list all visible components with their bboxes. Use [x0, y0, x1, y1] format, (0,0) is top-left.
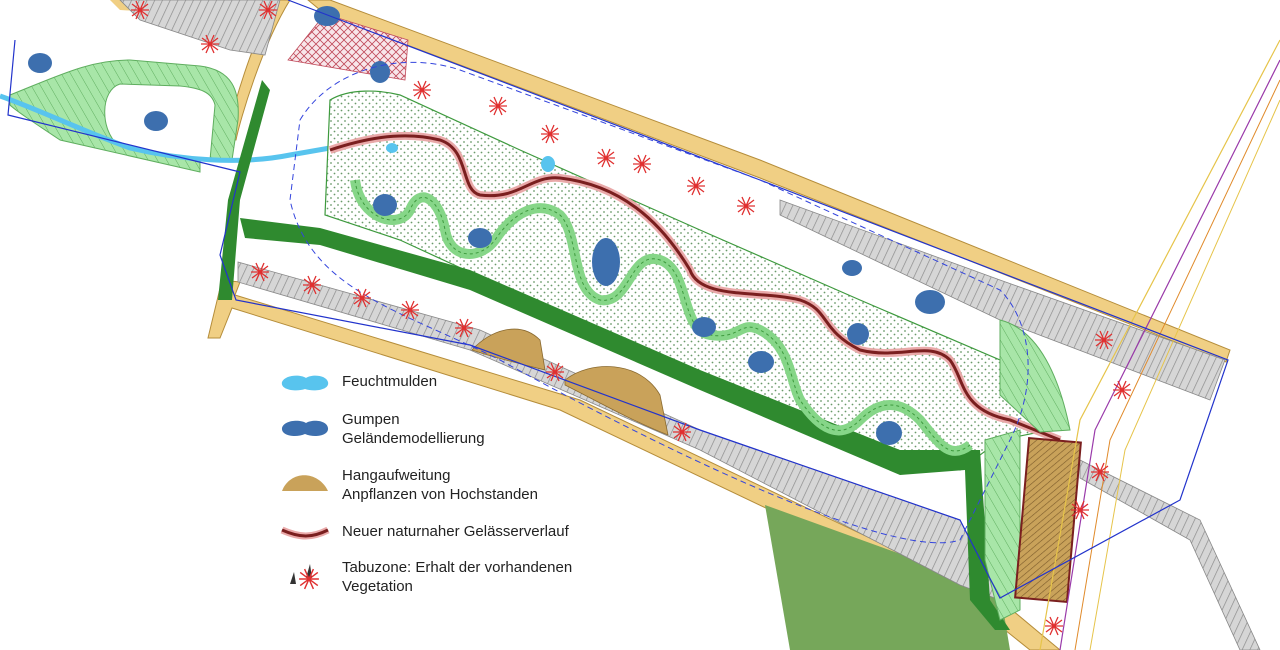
pool-2 — [468, 228, 492, 248]
legend-wetland: Feuchtmulden — [278, 372, 437, 396]
pool-top-2 — [370, 61, 390, 83]
slope-mound-2 — [564, 366, 669, 436]
pool-9 — [915, 290, 945, 314]
grey-strip-far-right — [1079, 459, 1261, 650]
legend-river-swatch — [278, 522, 334, 546]
legend-pool: Gumpen Geländemodellierung — [278, 410, 485, 448]
left-stream — [0, 93, 331, 163]
brown-mound-icon — [282, 475, 328, 491]
rail-line-yellow-2 — [1089, 99, 1280, 650]
tree-and-crosshatch-icon — [290, 564, 320, 590]
dark-blue-blob-icon — [281, 420, 329, 436]
rail-line-orange — [1074, 79, 1280, 650]
grey-strip-top — [119, 0, 281, 56]
left-meadow-loop — [9, 59, 239, 173]
legend-taboo: Tabuzone: Erhalt der vorhandenen Vegetat… — [278, 558, 572, 596]
legend-taboo-swatch — [278, 558, 334, 582]
pool-7 — [876, 421, 902, 445]
legend-slope-label-2: Anpflanzen von Hochstanden — [342, 486, 538, 503]
bridge-structure — [1014, 436, 1082, 604]
wetland-1 — [541, 156, 555, 172]
pool-left-1 — [28, 53, 52, 73]
left-belt — [218, 80, 270, 300]
project-boundary — [7, 0, 1229, 599]
pool-4 — [692, 317, 716, 337]
slope-mound-1 — [471, 328, 546, 371]
legend-pool-text: Gumpen Geländemodellierung — [342, 410, 485, 448]
legend-pool-label-1: Gumpen — [342, 411, 400, 428]
field-area — [765, 505, 1010, 650]
right-meadow — [999, 319, 1071, 433]
pool-1 — [373, 194, 397, 216]
legend-river: Neuer naturnaher Gelässerverlauf — [278, 522, 569, 546]
legend-swatches — [280, 375, 330, 590]
pool-top-1 — [314, 6, 340, 26]
legend-pool-swatch — [278, 410, 334, 434]
legend-taboo-text: Tabuzone: Erhalt der vorhandenen Vegetat… — [342, 558, 572, 596]
pool-8 — [842, 260, 862, 276]
legend-wetland-label: Feuchtmulden — [342, 373, 438, 390]
legend-slope-label-1: Hangaufweitung — [342, 467, 451, 484]
light-blue-blob-icon — [281, 375, 329, 391]
legend-pool-label-2: Geländemodellierung — [342, 430, 485, 447]
legend-slope: Hangaufweitung Anpflanzen von Hochstande… — [278, 466, 538, 504]
rail-line-yellow — [1039, 39, 1280, 650]
pool-3 — [592, 238, 620, 286]
legend-taboo-label-2: Vegetation — [342, 578, 413, 595]
rail-line-purple — [1059, 59, 1280, 650]
legend-wetland-text: Feuchtmulden — [342, 372, 437, 391]
wetland-2 — [386, 143, 398, 153]
legend-wetland-swatch — [278, 372, 334, 396]
river-meander — [329, 134, 1061, 442]
grey-strip-right — [779, 199, 1226, 401]
red-river-line-core — [281, 528, 329, 538]
dashed-boundary — [289, 61, 1029, 544]
legend-taboo-label-1: Tabuzone: Erhalt der vorhandenen — [342, 559, 573, 576]
legend-river-text: Neuer naturnaher Gelässerverlauf — [342, 522, 569, 541]
pool-6 — [847, 323, 869, 345]
legend-slope-swatch — [278, 466, 334, 490]
legend-slope-text: Hangaufweitung Anpflanzen von Hochstande… — [342, 466, 538, 504]
pool-5 — [748, 351, 774, 373]
pool-left-2 — [144, 111, 168, 131]
legend-river-label: Neuer naturnaher Gelässerverlauf — [342, 523, 569, 540]
meander-band-1-edge — [354, 179, 971, 452]
